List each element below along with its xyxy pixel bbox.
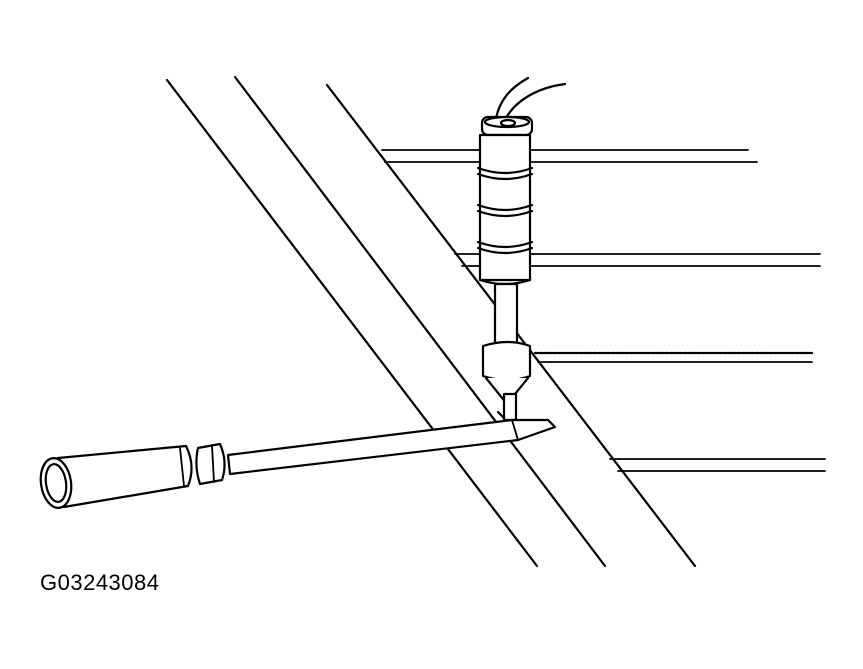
gauge-ring-1b xyxy=(476,172,534,181)
cable-strand-2 xyxy=(504,82,567,120)
gauge-cap-hub xyxy=(499,118,517,128)
blade-tip-edge xyxy=(511,419,519,441)
gauge-ring-3b xyxy=(476,246,534,255)
dial-indicator xyxy=(476,115,534,422)
handle-end-inner xyxy=(44,463,68,503)
handle-band xyxy=(179,447,185,487)
gauge-ring-2b xyxy=(476,209,534,218)
screwdriver-blade xyxy=(226,418,557,476)
screwdriver-handle xyxy=(56,444,193,509)
gauge-lower-collar xyxy=(481,340,532,382)
horizontal-rails xyxy=(381,149,826,472)
screwdriver-tool xyxy=(39,418,557,509)
gauge-stem xyxy=(493,282,519,346)
handle-end-cap xyxy=(39,457,73,509)
gauge-probe-foot xyxy=(496,410,506,420)
gauge-ring-1 xyxy=(476,166,534,175)
gauge-ring-2 xyxy=(476,203,534,212)
gauge-probe xyxy=(502,392,518,422)
cable-strand-1 xyxy=(494,76,530,120)
figure-id-label: G03243084 xyxy=(40,570,160,595)
ferrule-ring xyxy=(211,445,215,483)
gauge-cable xyxy=(494,76,567,120)
gauge-ring-3 xyxy=(476,240,534,249)
diagonal-edge-2 xyxy=(233,75,607,568)
diagonal-edge-1 xyxy=(165,78,539,568)
screwdriver-ferrule xyxy=(195,442,226,486)
